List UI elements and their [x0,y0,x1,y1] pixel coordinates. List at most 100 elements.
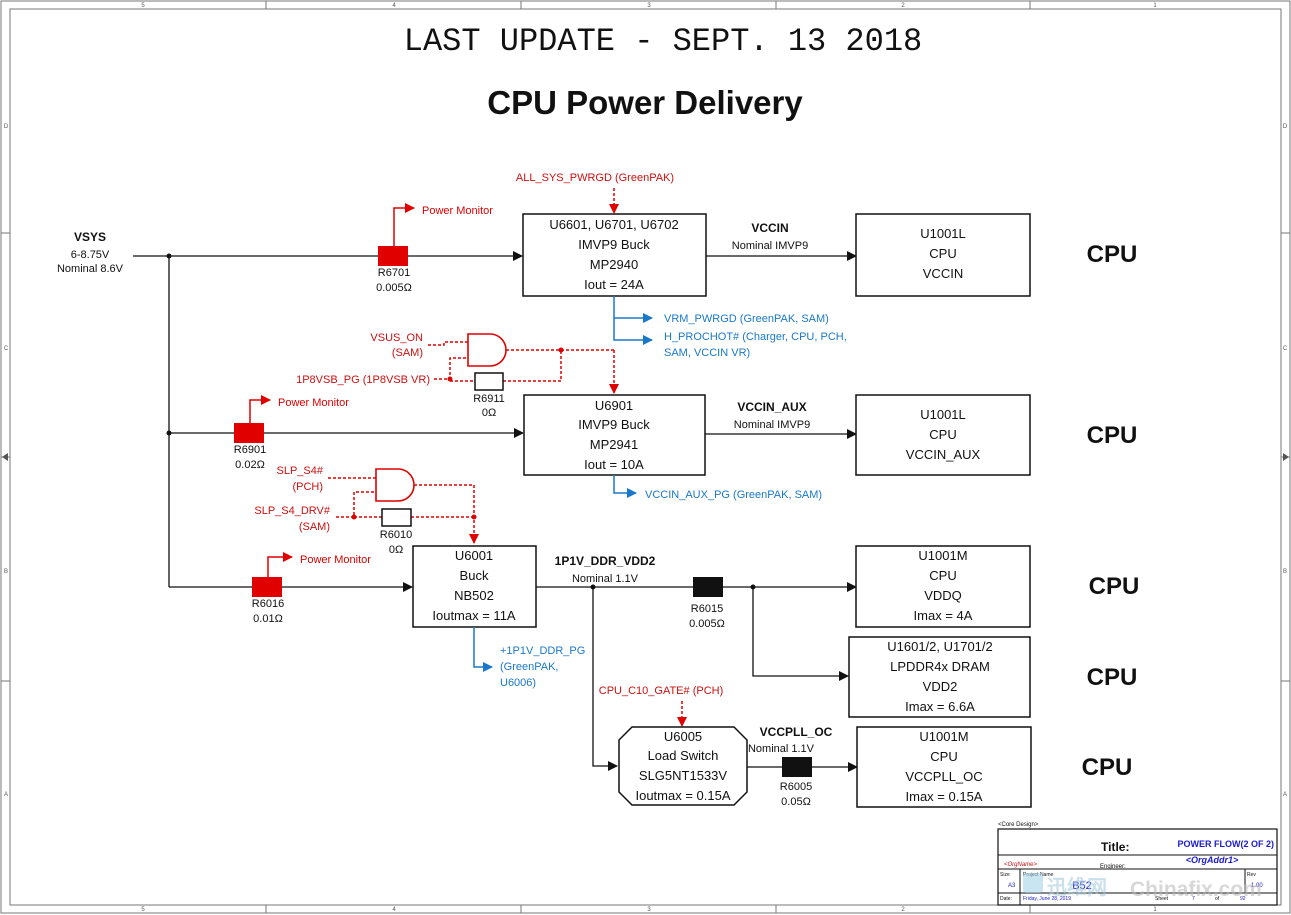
junction-dot [590,584,596,590]
u6901-current: Iout = 10A [584,457,644,472]
vccin-nominal: Nominal IMVP9 [732,240,808,252]
org-name: <OrgName> [1004,862,1038,868]
vsus-on-label: VSUS_ON [370,332,423,344]
sense-resistor-r6016 [252,577,282,597]
load-box-vccin-aux [855,394,1031,476]
load-switch-u6005 [618,726,748,806]
sense-resistor-r6901 [234,423,264,443]
size-label: Size [1000,872,1010,878]
frame-col-label: 5 [141,3,145,9]
r6016-value: 0.01Ω [253,613,283,625]
u6601-type: IMVP9 Buck [578,237,650,252]
u6901-ref: U6901 [595,398,633,413]
frame-col-label: 2 [901,907,905,913]
frame-col-label: 5 [141,907,145,913]
r6911-value: 0Ω [482,407,496,419]
u6001-type: Buck [460,568,489,583]
load-line: VCCIN [923,266,963,281]
power-monitor-arrow [393,203,415,246]
and-gate-icon [467,333,507,367]
load-ref: U1001M [918,548,967,563]
vsys-bus [133,251,524,592]
r6901-ref: R6901 [234,444,266,456]
regulator-u6601 [522,213,707,297]
slp-s4-drv-src: (SAM) [299,521,330,533]
u6005-type: Load Switch [648,748,719,763]
watermark-cn: 迅维网 [1047,875,1107,899]
cpu-side-label: CPU [1087,422,1138,449]
junction-dot [166,430,172,436]
vsys-label: VSYS [74,230,106,244]
power-monitor-label: Power Monitor [278,397,349,409]
vccin-aux-net-label: VCCIN_AUX [737,400,806,414]
load-ref: U1601/2, U1701/2 [887,639,993,654]
sense-resistor-r6015 [693,577,723,597]
frame-row-label: B [4,569,8,575]
u6005-part: SLG5NT1533V [639,768,727,783]
r6911-ref: R6911 [473,393,505,405]
date-value: Friday, June 28, 2019 [1023,896,1071,902]
cpu-side-label: CPU [1082,754,1133,781]
frame-col-label: 3 [647,907,651,913]
load-line: CPU [929,427,956,442]
org-addr: <OrgAddr1> [1186,855,1239,865]
1p8vsb-pg-label: 1P8VSB_PG (1P8VSB VR) [296,374,430,386]
title-value: POWER FLOW(2 OF 2) [1178,839,1275,849]
ddr-pg-arrow [473,627,493,672]
slp-s4-drv-label: SLP_S4_DRV# [254,505,331,517]
ddr-pg-label: +1P1V_DDR_PG [500,645,585,657]
vccin-aux-pg-arrow [613,475,637,498]
vrm-pwrgd-label: VRM_PWRGD (GreenPAK, SAM) [664,313,829,325]
project-value: B52 [1072,880,1092,892]
r6010-ref: R6010 [380,529,412,541]
r6005-value: 0.05Ω [781,796,811,808]
of-label: of [1215,896,1220,902]
of-value: 92 [1240,896,1246,902]
r6010-value: 0Ω [389,544,403,556]
frame-col-label: 4 [392,3,396,9]
page-title: CPU Power Delivery [487,84,803,121]
ddr-wires [536,582,857,771]
load-ref: U1001L [920,226,966,241]
junction-dot [750,584,756,590]
frame-col-label: 2 [901,3,905,9]
u6001-ref: U6001 [455,548,493,563]
resistor-r6010 [381,508,412,527]
vccin-net-label: VCCIN [751,221,788,235]
r6701-value: 0.005Ω [376,282,412,294]
power-monitor-label: Power Monitor [300,554,371,566]
ddr-pg-label-2: (GreenPAK, [500,661,559,673]
and-gate-icon [375,468,415,502]
power-monitor-arrow [249,395,271,423]
junction-dot [351,514,357,520]
load-line: CPU [930,749,957,764]
sheet-label: Sheet [1155,896,1169,902]
ddr-pg-label-3: U6006) [500,677,536,689]
watermark-logo-icon [1023,873,1043,893]
frame-row-label: C [1283,346,1288,352]
u6005-ref: U6005 [664,729,702,744]
slp-s4-src: (PCH) [292,481,323,493]
vsys-range: 6-8.75V [71,249,110,261]
frame-col-label: 4 [392,907,396,913]
vccin-aux-nominal: Nominal IMVP9 [734,419,810,431]
frame-row-label: D [1283,124,1288,130]
power-monitor-arrow [267,552,293,577]
sense-resistor-r6005 [782,757,812,777]
vsus-enable-logic [428,341,619,394]
core-design-label: <Core Design> [998,822,1039,828]
load-line: VCCIN_AUX [906,447,981,462]
u6601-ref: U6601, U6701, U6702 [549,217,678,232]
frame-row-label: D [4,124,9,130]
junction-dot [447,376,453,382]
frame-row-label: C [4,346,9,352]
load-line: CPU [929,568,956,583]
cpu-side-label: CPU [1089,573,1140,600]
frame-col-label: 1 [1153,907,1157,913]
vccpll-net-label: VCCPLL_OC [760,725,833,739]
watermark-en: Chinafix.com [1130,878,1262,901]
u6005-current: Ioutmax = 0.15A [635,788,730,803]
date-label: Date: [1000,896,1012,902]
